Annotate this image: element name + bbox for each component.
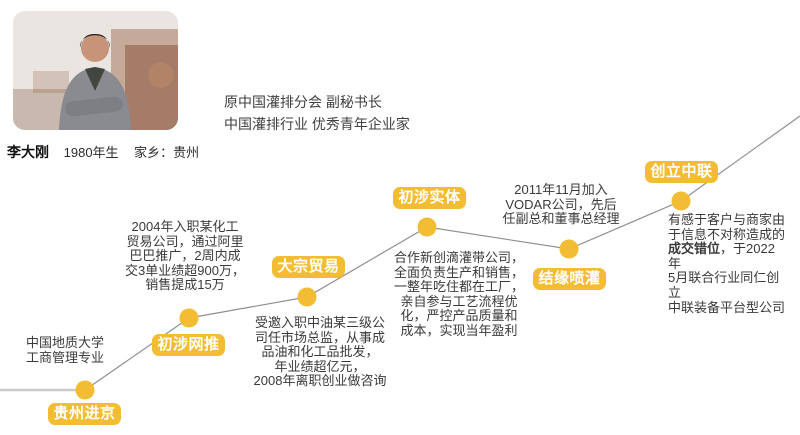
milestone-desc-2: 2004年入职某化工 贸易公司，通过阿里 巴巴推广，2周内成 交3单业绩超900… [125,219,245,293]
honor-title-1: 原中国灌排分会 副秘书长 [224,94,382,110]
hometown: 家乡：贵州 [134,145,200,160]
milestone-desc-6-post: ，于2022年 5月联合行业同仁创立 中联装备平台型公司 [668,241,786,315]
milestone-dot-2 [179,308,199,328]
milestone-badge-founded-zhonglian: 创立中联 [645,161,718,183]
milestone-badge-first-manufacturing: 初涉实体 [393,187,466,209]
person-name: 李大刚 [7,144,49,160]
milestone-badge-online-promotion: 初涉网推 [152,334,225,356]
milestone-dot-3 [297,287,317,307]
milestone-desc-6-bold: 成交错位 [668,241,721,257]
milestone-desc-3: 受邀入职中油某三级公 司任市场总监，从事成 品油和化工品批发， 年业绩超亿元， … [253,315,387,389]
milestone-dot-6 [671,191,691,211]
profile-photo [13,11,178,130]
milestone-dot-5 [559,239,579,259]
honor-titles: 原中国灌排分会 副秘书长 中国灌排行业 优秀青年企业家 [224,91,410,135]
milestone-desc-6-pre: 有感于客户与商家由 于信息不对称造成的 [668,212,786,242]
milestone-dot-1 [75,380,95,400]
milestone-desc-4: 合作新创滴灌带公司， 全面负责生产和销售， 一整年吃住都在工厂， 亲自参与工艺流… [393,250,524,338]
profile-photo-image [13,11,178,130]
milestone-desc-5: 2011年11月加入 VODAR公司，先后 任副总和董事总经理 [502,182,620,227]
milestone-dot-4 [417,217,437,237]
honor-title-2: 中国灌排行业 优秀青年企业家 [224,116,410,132]
milestone-desc-1: 中国地质大学 工商管理专业 [25,335,104,365]
milestone-badge-guizhou-to-beijing: 贵州进京 [48,403,121,425]
milestone-badge-sprinkler-irrigation: 结缘喷灌 [533,268,606,290]
milestone-desc-6: 有感于客户与商家由 于信息不对称造成的 成交错位，于2022年 5月联合行业同仁… [668,212,786,315]
birth-year: 1980年生 [63,145,119,160]
milestone-badge-bulk-trading: 大宗贸易 [272,256,345,278]
profile-caption: 李大刚 1980年生 家乡：贵州 [7,142,207,162]
